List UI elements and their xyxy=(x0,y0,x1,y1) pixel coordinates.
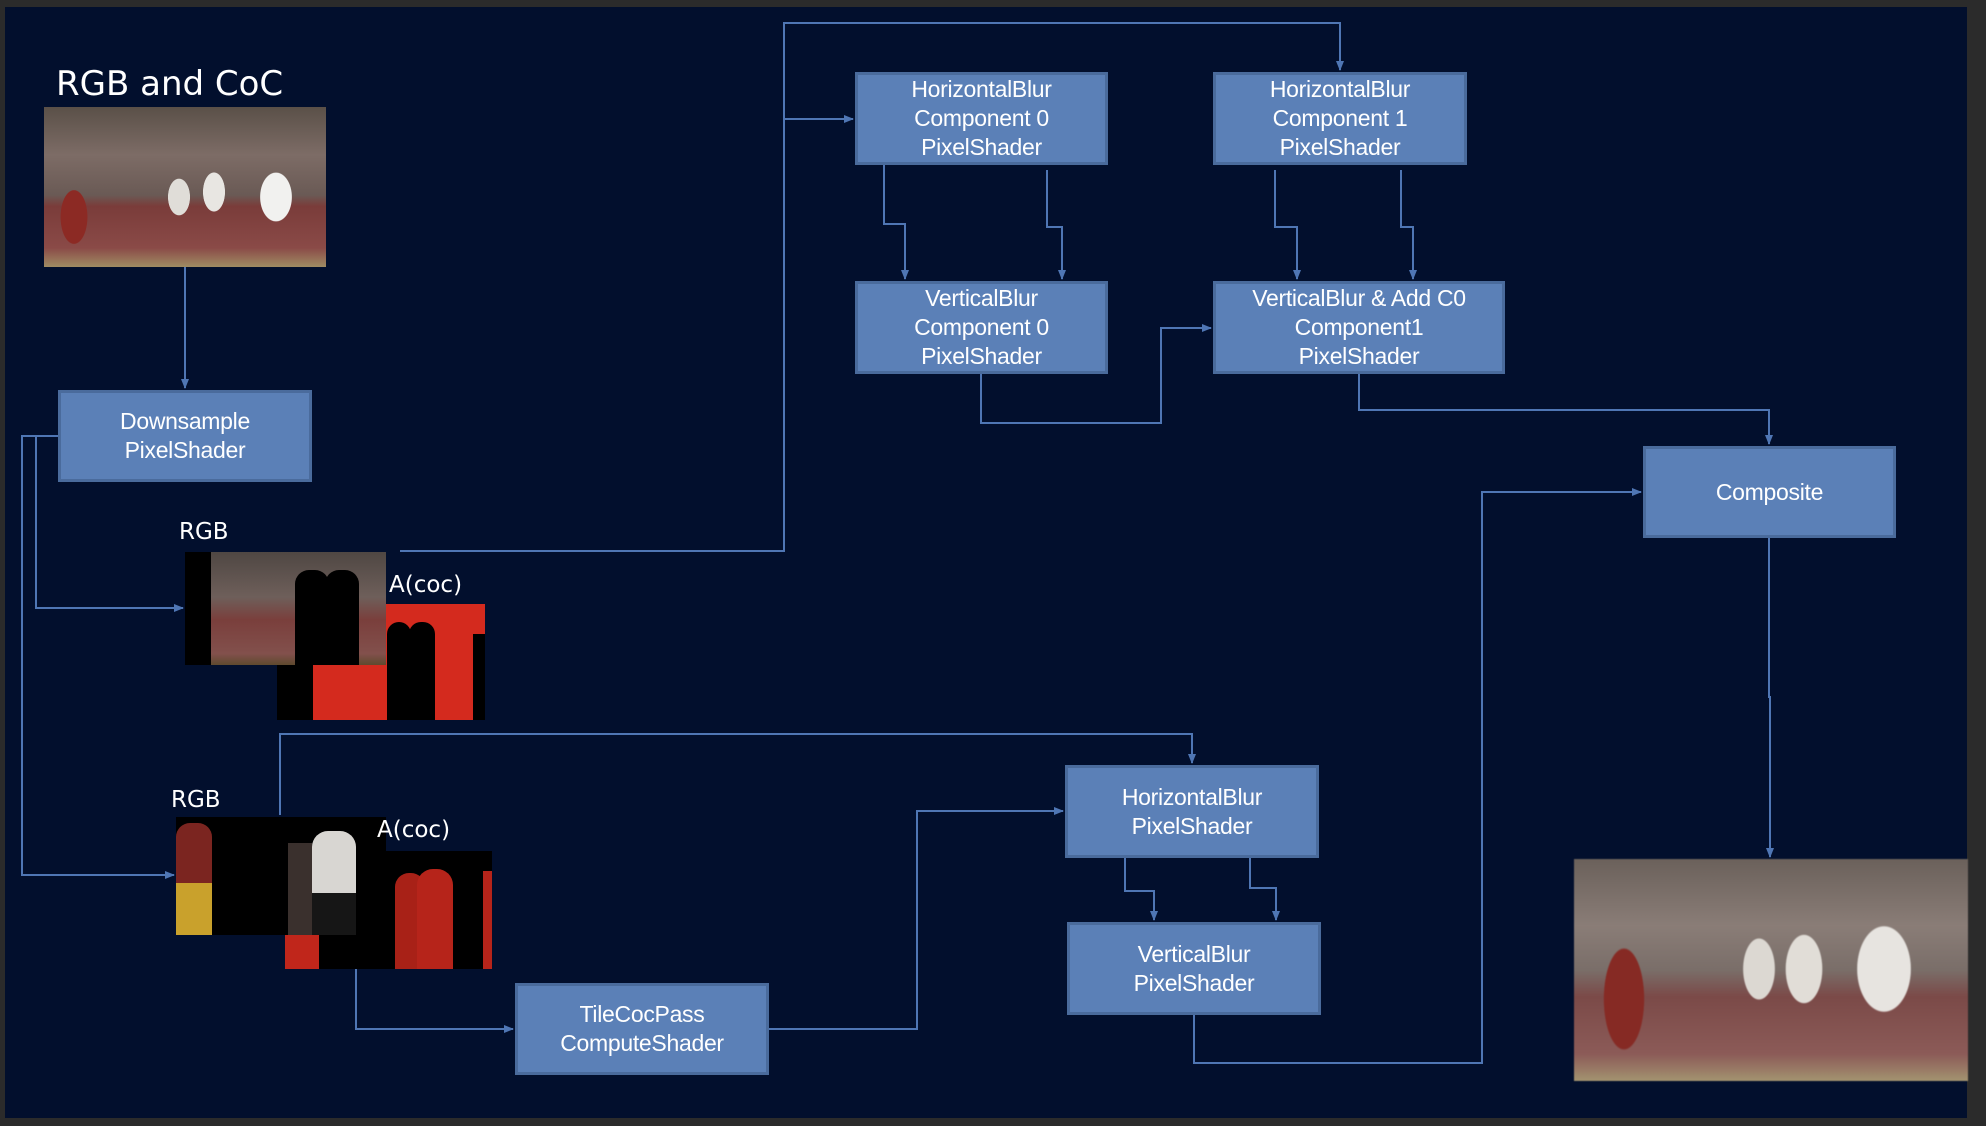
node-label-line: Component 1 xyxy=(1272,105,1408,131)
node-label-line: VerticalBlur & Add C0 xyxy=(1252,285,1466,311)
rgb-label-bottom: RGB xyxy=(171,787,221,813)
acoc-label-top: A(coc) xyxy=(389,572,463,598)
node-label-line: PixelShader xyxy=(124,437,246,463)
node-label-line: Downsample xyxy=(120,408,250,434)
composite-node[interactable]: Composite xyxy=(1643,446,1896,538)
source-image: football-scene-rgb xyxy=(44,107,326,267)
node-label-line: Composite xyxy=(1715,478,1824,505)
result-image: football-scene-blurred-result xyxy=(1574,859,1968,1081)
node-label-line: VerticalBlur xyxy=(1137,940,1251,967)
node-label-line: PixelShader xyxy=(921,134,1042,160)
acoc-label-bottom: A(coc) xyxy=(377,817,451,843)
node-label-line: Component 0 xyxy=(914,105,1049,131)
node-label-line: PixelShader xyxy=(921,343,1042,369)
node-label-line: HorizontalBlur xyxy=(911,76,1052,102)
node-label-line: Component1 xyxy=(1294,314,1424,340)
rgb-label-top: RGB xyxy=(179,519,229,545)
node-label-line: PixelShader xyxy=(1279,134,1401,160)
node-label-line: PixelShader xyxy=(1131,812,1253,839)
node-label-line: PixelShader xyxy=(1133,969,1255,996)
node-label-line: TileCocPass xyxy=(579,1001,705,1027)
node-label-line: VerticalBlur xyxy=(925,285,1038,311)
far-rgb-image: football-scene-near-players xyxy=(176,817,386,935)
node-label-line: HorizontalBlur xyxy=(1121,783,1263,810)
diagram-title: RGB and CoC xyxy=(56,64,284,104)
node-label-line: Component 0 xyxy=(914,314,1049,340)
downsample-rgb-image: football-scene-rgb-silhouettes xyxy=(185,552,386,665)
node-label-line: HorizontalBlur xyxy=(1269,76,1411,102)
node-label-line: ComputeShader xyxy=(560,1030,724,1056)
node-label-line: PixelShader xyxy=(1298,343,1420,369)
